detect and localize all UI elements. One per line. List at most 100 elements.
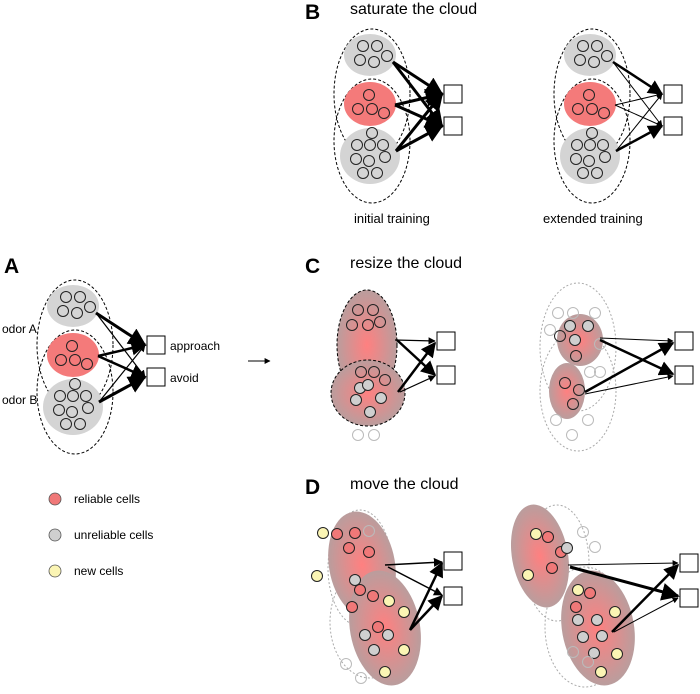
panel-d-left-new-cell bbox=[398, 606, 410, 618]
panel-b-initial-unreliable-cell bbox=[357, 40, 369, 52]
panel-a-gray-blob-top bbox=[47, 285, 99, 327]
panel-d-left-output-top bbox=[443, 551, 463, 571]
panel-c-right-reliable-cell bbox=[559, 377, 571, 389]
panel-b-initial-reliable-cell bbox=[352, 103, 364, 115]
label-odor-b: odor B bbox=[2, 393, 37, 407]
panel-a-unreliable-cell bbox=[53, 404, 65, 416]
panel-b-initial-output-avoid bbox=[443, 116, 463, 136]
panel-title-c: resize the cloud bbox=[350, 255, 462, 272]
panel-d-right-unreliable-cell bbox=[588, 647, 600, 659]
panel-c-right-output-bottom bbox=[674, 365, 694, 385]
panel-d-left-new-cell bbox=[383, 595, 395, 607]
panel-b-initial-odor-b-envelope bbox=[333, 78, 411, 204]
panel-c-left-reliable-cell bbox=[379, 374, 391, 386]
panel-c-left-reliable-cell bbox=[352, 304, 364, 316]
panel-a-output-avoid bbox=[146, 367, 166, 387]
panel-a-unreliable-cell bbox=[74, 418, 86, 430]
panel-c-left-unreliable-cell bbox=[375, 392, 387, 404]
panel-c-right-inactive-cell bbox=[566, 429, 578, 441]
panel-b-extended-connection bbox=[612, 60, 664, 96]
panel-a-reliable-cell bbox=[66, 340, 78, 352]
panel-d-left-unreliable-cell bbox=[359, 629, 371, 641]
caption-initial-training: initial training bbox=[354, 211, 430, 226]
panel-c-left-reliable-cell bbox=[367, 304, 379, 316]
panel-b-extended-output-approach bbox=[663, 84, 683, 104]
panel-b-extended-reliable-cell bbox=[572, 103, 584, 115]
panel-d-right-reliable-cell bbox=[546, 562, 558, 574]
panel-b-extended-unreliable-cell bbox=[599, 151, 611, 163]
panel-d-left-unreliable-cell bbox=[368, 644, 380, 656]
panel-d-left-reliable-cell bbox=[372, 621, 384, 633]
legend-new-swatch bbox=[48, 564, 62, 578]
panel-b-extended-connection bbox=[614, 104, 663, 127]
panel-c-left-reliable-cell bbox=[355, 366, 367, 378]
panel-letter-b: B bbox=[305, 1, 320, 24]
panel-d-right-inactive-cell bbox=[567, 646, 579, 658]
legend-new-label: new cells bbox=[74, 564, 123, 578]
panel-c-right-inactive-cell bbox=[594, 366, 606, 378]
panel-d-left-reliable-cell bbox=[343, 542, 355, 554]
panel-b-extended-unreliable-cell bbox=[571, 139, 583, 151]
panel-b-initial-unreliable-cell bbox=[350, 153, 362, 165]
panel-d-right-inactive-cell bbox=[577, 526, 589, 538]
panel-a-connection bbox=[98, 344, 146, 403]
panel-b-initial-unreliable-cell bbox=[351, 139, 363, 151]
panel-d-right-output-bottom bbox=[679, 588, 699, 608]
panel-d-right-new-cell bbox=[530, 528, 542, 540]
panel-b-initial-connection bbox=[394, 92, 444, 152]
panel-b-extended-reliable-cell bbox=[586, 103, 598, 115]
diagram-group bbox=[36, 28, 699, 688]
panel-d-right-new-cell bbox=[572, 584, 584, 596]
panel-d-left-output-bottom bbox=[443, 586, 463, 606]
panel-a-unreliable-cell bbox=[80, 390, 92, 402]
panel-c-left-reliable-cell bbox=[368, 366, 380, 378]
panel-b-initial-unreliable-cell bbox=[379, 151, 391, 163]
panel-d-left-new-cell bbox=[379, 666, 391, 678]
panel-c-left-unreliable-cell bbox=[350, 394, 362, 406]
panel-b-extended-unreliable-cell bbox=[577, 167, 589, 179]
panel-d-right-connection bbox=[567, 560, 679, 567]
panel-c-right-inactive-cell bbox=[552, 307, 564, 319]
panel-d-left-cloud-bottom bbox=[349, 570, 421, 686]
panel-c-right-reliable-cell bbox=[554, 330, 566, 342]
panel-b-extended-unreliable-cell bbox=[591, 167, 603, 179]
panel-b-extended-odor-b-envelope bbox=[553, 78, 631, 204]
panel-d-left-inactive-cell bbox=[363, 525, 375, 537]
panel-d-right-inactive-cell bbox=[589, 541, 601, 553]
panel-b-initial-unreliable-cell bbox=[366, 127, 378, 139]
panel-a-unreliable-cell bbox=[67, 390, 79, 402]
panel-d-left-connection bbox=[409, 594, 444, 631]
panel-c-left-connection bbox=[397, 341, 436, 393]
panel-title-d: move the cloud bbox=[350, 476, 459, 493]
panel-c-right-connection bbox=[584, 341, 675, 394]
panel-c-left-inactive-cell bbox=[352, 429, 364, 441]
panel-c-right-reliable-cell bbox=[570, 350, 582, 362]
panel-d-left-new-cell bbox=[398, 644, 410, 656]
panel-d-right-unreliable-cell bbox=[561, 542, 573, 554]
panel-b-extended-connection bbox=[615, 124, 664, 153]
panel-letter-d: D bbox=[305, 476, 320, 499]
legend-unreliable-label: unreliable cells bbox=[74, 528, 153, 542]
panel-a-unreliable-cell bbox=[84, 301, 96, 313]
panel-a-unreliable-cell bbox=[69, 378, 81, 390]
label-odor-a: odor A bbox=[2, 322, 37, 336]
panel-c-right-output-top bbox=[674, 331, 694, 351]
panel-b-initial-unreliable-cell bbox=[368, 56, 380, 68]
panel-c-left-reliable-cell bbox=[374, 316, 386, 328]
panel-c-right-reliable-cell bbox=[573, 384, 585, 396]
panel-c-right-inactive-cell bbox=[582, 414, 594, 426]
panel-a-reliable-cell bbox=[81, 358, 93, 370]
panel-a-unreliable-cell bbox=[54, 390, 66, 402]
panel-b-extended-reliable-cell bbox=[598, 107, 610, 119]
panel-a-unreliable-cell bbox=[60, 291, 72, 303]
panel-b-initial-unreliable-cell bbox=[371, 40, 383, 52]
panel-b-initial-reliable-cell bbox=[366, 103, 378, 115]
panel-a-connection bbox=[95, 311, 147, 347]
label-avoid: avoid bbox=[170, 371, 199, 385]
panel-d-left-new-cell bbox=[317, 527, 329, 539]
panel-c-right-inactive-cell bbox=[584, 366, 596, 378]
panel-b-extended-unreliable-cell bbox=[591, 40, 603, 52]
panel-c-right-unreliable-cell bbox=[564, 320, 576, 332]
panel-c-left-connection bbox=[396, 339, 437, 377]
panel-d-left-connection bbox=[387, 566, 443, 596]
